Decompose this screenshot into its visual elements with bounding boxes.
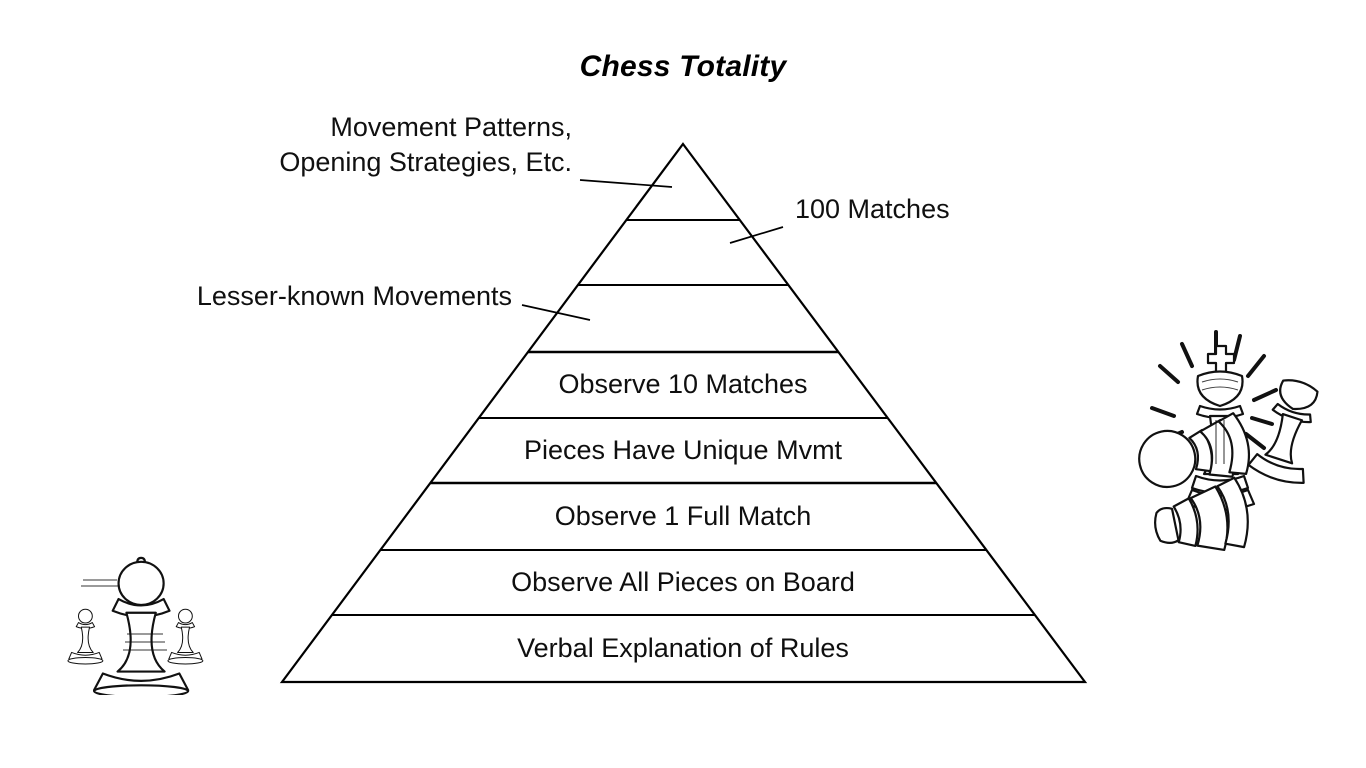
callout-movement-patterns-line-2: Opening Strategies, Etc. <box>279 146 572 177</box>
pyramid-level-label-5: Pieces Have Unique Mvmt <box>523 435 843 466</box>
pyramid-outline <box>279 142 1088 684</box>
small-pawn-left <box>67 608 104 665</box>
pyramid-level-label-6: Observe 1 Full Match <box>554 501 812 532</box>
fallen-piece-left <box>1138 412 1251 489</box>
small-pawn-right <box>167 608 204 665</box>
pawn-trio-illustration <box>55 550 230 695</box>
pyramid-dividers <box>331 219 1035 616</box>
page-title: Chess Totality <box>579 50 787 83</box>
pyramid-level-label-4: Observe 10 Matches <box>558 369 808 400</box>
callout-100-matches-line-1: 100 Matches <box>795 194 950 224</box>
fallen-piece-right <box>1247 379 1319 484</box>
callout-lesser-known-movements-line-1: Lesser-known Movements <box>196 281 512 311</box>
pyramid-level-label-8: Verbal Explanation of Rules <box>517 633 849 664</box>
king-and-fallen-pieces-illustration <box>1120 320 1352 572</box>
callout-100-matches: 100 Matches <box>795 192 950 227</box>
callout-100-matches-leader-line <box>729 226 784 244</box>
pyramid-level-label-7: Observe All Pieces on Board <box>511 567 855 598</box>
callout-leader-lines <box>521 179 784 321</box>
fallen-piece-bottom <box>1154 476 1249 552</box>
callout-movement-patterns-line-1: Movement Patterns, <box>330 112 572 142</box>
large-pawn-center <box>92 556 190 695</box>
callout-lesser-known-movements: Lesser-known Movements <box>197 279 512 314</box>
callout-movement-patterns: Movement Patterns, Opening Strategies, Et… <box>279 110 572 179</box>
callout-movement-patterns-leader-line <box>579 179 673 188</box>
callout-lesser-known-movements-leader-line <box>521 304 591 321</box>
